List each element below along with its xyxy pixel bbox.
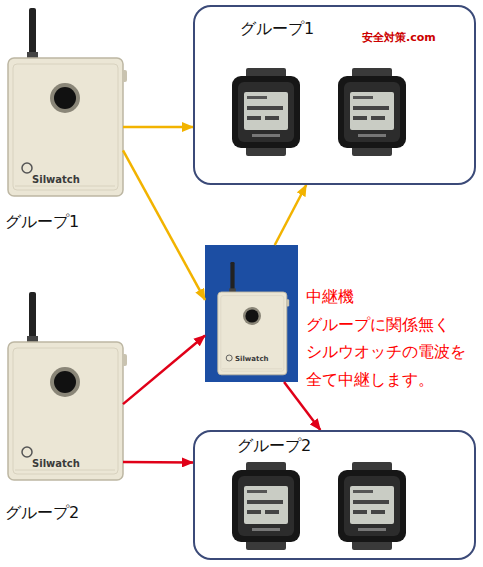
transmitter-device — [8, 292, 127, 480]
transmitter-device — [8, 8, 127, 196]
node-text: グループ1 — [5, 212, 120, 232]
wrist-watch — [338, 68, 406, 156]
node-text: 中継機 グループに関係無く シルウオッチの電波を 全て中継します。 — [306, 283, 478, 393]
signal-arrow — [123, 335, 205, 404]
relay-backdrop — [205, 245, 298, 382]
signal-arrow — [275, 185, 306, 245]
node-text: グループ2 — [5, 503, 120, 523]
brand-mark: Silwatch — [32, 174, 80, 185]
wrist-watch — [232, 462, 300, 550]
watermark: 安全対策.com — [362, 30, 436, 45]
wrist-watch — [232, 68, 300, 156]
group-box: グループ2 — [193, 430, 476, 560]
signal-arrow — [123, 126, 193, 129]
signal-arrow — [284, 382, 320, 430]
node-text: グループ2 — [195, 432, 474, 456]
relay-device — [218, 262, 289, 375]
signal-arrow — [123, 461, 193, 464]
wrist-watch — [338, 462, 406, 550]
brand-mark: Silwatch — [235, 355, 269, 363]
brand-mark: Silwatch — [32, 458, 80, 469]
signal-arrow — [123, 150, 205, 299]
